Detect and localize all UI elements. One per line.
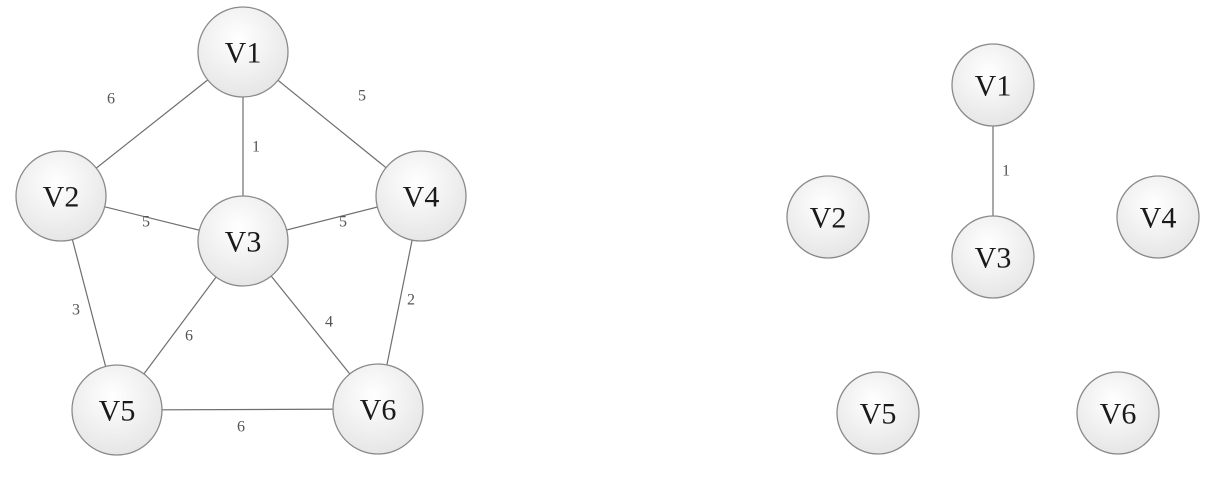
node-label: V3 (225, 226, 262, 259)
node-label: V6 (1100, 398, 1137, 431)
node-circle (375, 150, 467, 242)
node-circle (786, 175, 870, 259)
edge-weight-v2-v3: 5 (142, 214, 150, 231)
node-label: V4 (403, 181, 440, 214)
edge-weight-v3-v6: 4 (325, 314, 333, 331)
node-v6: V6 (1076, 371, 1160, 455)
edge-weight-v3-v5: 6 (185, 328, 193, 345)
node-label: V1 (225, 37, 262, 70)
node-label: V5 (99, 395, 136, 428)
node-circle (71, 364, 163, 456)
node-circle (197, 195, 289, 287)
node-label: V3 (975, 242, 1012, 275)
edge-weight-v1-v3: 1 (1002, 163, 1010, 180)
node-circle (15, 150, 107, 242)
edge-weight-v1-v2: 6 (107, 91, 115, 108)
node-v6: V6 (332, 363, 424, 455)
node-circle (197, 6, 289, 98)
node-v2: V2 (15, 150, 107, 242)
node-v4: V4 (1116, 175, 1200, 259)
node-label: V2 (43, 181, 80, 214)
node-label: V4 (1140, 202, 1177, 235)
node-circle (332, 363, 424, 455)
edge-weight-v5-v6: 6 (237, 419, 245, 436)
node-circle (1116, 175, 1200, 259)
node-v5: V5 (836, 371, 920, 455)
node-label: V1 (975, 70, 1012, 103)
node-label: V2 (810, 202, 847, 235)
edge-weight-v1-v4: 5 (358, 88, 366, 105)
node-v2: V2 (786, 175, 870, 259)
node-v3: V3 (197, 195, 289, 287)
node-v4: V4 (375, 150, 467, 242)
edge-weight-v1-v3: 1 (252, 139, 260, 156)
node-label: V5 (860, 398, 897, 431)
edge-weight-v2-v5: 3 (72, 302, 80, 319)
node-circle (836, 371, 920, 455)
node-v3: V3 (951, 215, 1035, 299)
node-v1: V1 (197, 6, 289, 98)
node-v1: V1 (951, 43, 1035, 127)
node-v5: V5 (71, 364, 163, 456)
edge-weight-v3-v4: 5 (339, 214, 347, 231)
edge-weight-v4-v6: 2 (407, 292, 415, 309)
node-circle (1076, 371, 1160, 455)
node-label: V6 (360, 394, 397, 427)
node-circle (951, 43, 1035, 127)
node-circle (951, 215, 1035, 299)
